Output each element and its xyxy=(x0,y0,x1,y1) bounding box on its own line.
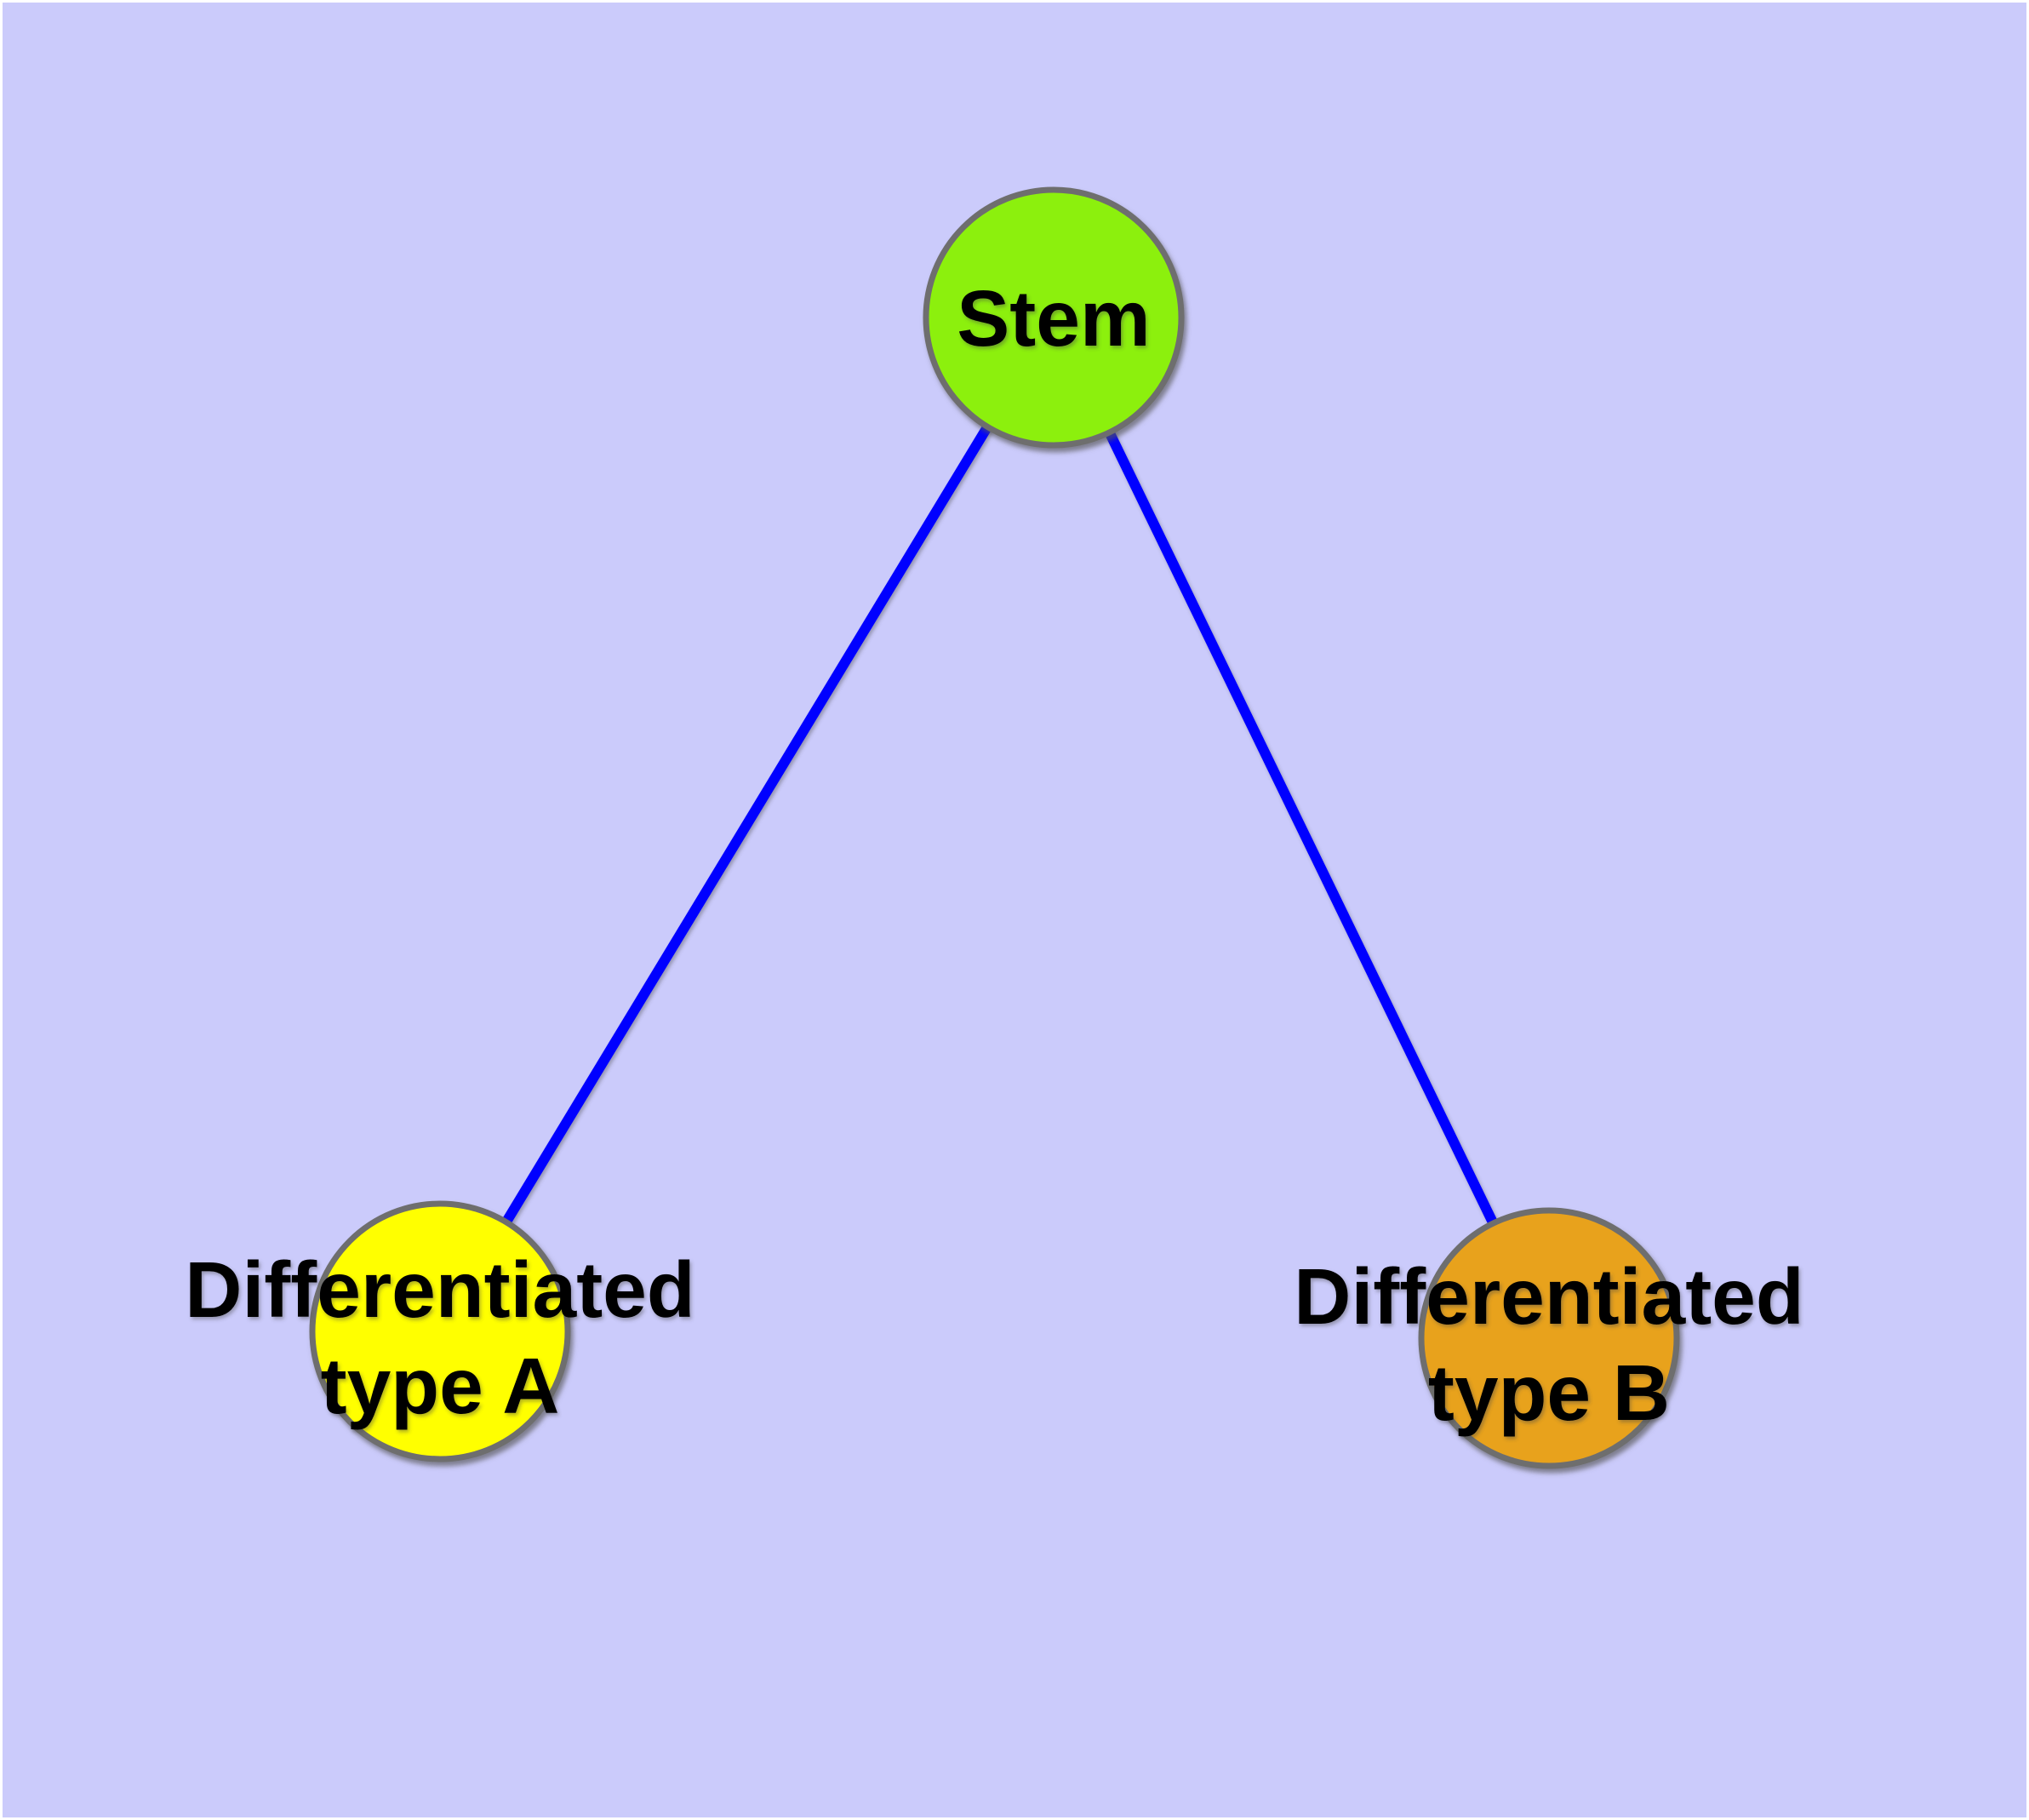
edge-stem-typeB xyxy=(1049,315,1554,1341)
node-label-line: type A xyxy=(321,1342,560,1430)
edge-stem-typeA xyxy=(435,314,1059,1335)
node-typeB xyxy=(1418,1207,1680,1469)
node-label-line: type B xyxy=(1428,1348,1670,1437)
node-label-stem: Stem xyxy=(957,274,1150,363)
node-label-line: Differentiated xyxy=(1294,1252,1803,1341)
node-label-line: Differentiated xyxy=(185,1245,694,1334)
nodes-layer xyxy=(309,186,1680,1469)
node-label-line: Stem xyxy=(957,274,1150,363)
node-typeA xyxy=(309,1200,571,1462)
edges-layer xyxy=(435,314,1554,1341)
node-stem xyxy=(923,186,1185,449)
